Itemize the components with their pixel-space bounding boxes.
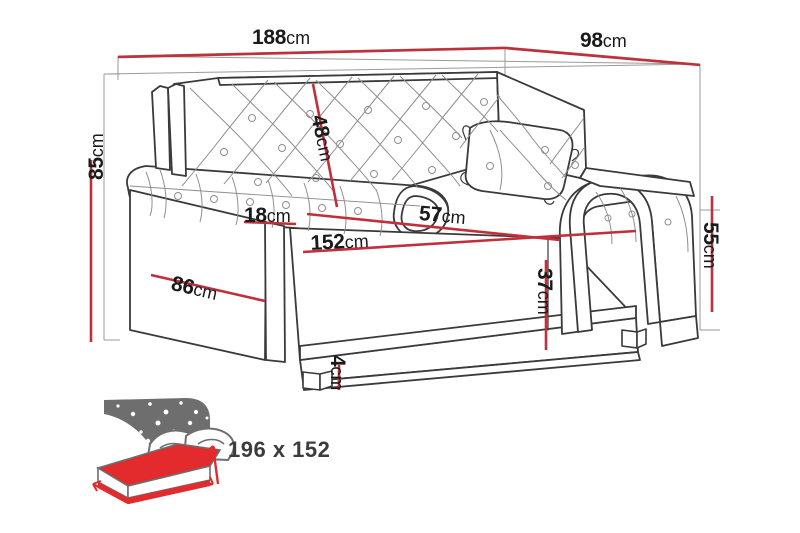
label-leg-height: 4cm bbox=[326, 355, 349, 391]
total-height-value: 85 bbox=[85, 157, 108, 180]
sleeping-area-label: 196 x 152 bbox=[228, 437, 331, 462]
total-depth-value: 98 bbox=[580, 29, 603, 52]
dimline-57 bbox=[306, 212, 561, 242]
tufting-pattern-backrest bbox=[181, 73, 585, 201]
total-width-value: 188 bbox=[252, 26, 287, 49]
seat-depth-value: 57 bbox=[418, 202, 443, 227]
arm-height-value: 55 bbox=[699, 222, 722, 245]
total-depth-unit: cm bbox=[602, 31, 627, 51]
armrest-width-value: 18 bbox=[244, 204, 267, 227]
label-total-width: 188cm bbox=[252, 27, 310, 48]
sofa-outline bbox=[126, 71, 699, 391]
tufting-pattern-left-arm bbox=[129, 169, 421, 237]
backrest-height-unit: cm bbox=[312, 135, 337, 164]
seat-width-unit: cm bbox=[344, 230, 370, 253]
arm-height-unit: cm bbox=[700, 244, 720, 269]
label-total-height: 85cm bbox=[85, 133, 108, 180]
armrest-width-unit: cm bbox=[266, 206, 291, 226]
seat-height-value: 37 bbox=[533, 268, 556, 291]
bed-icon bbox=[92, 398, 235, 505]
dimline-98 bbox=[504, 46, 701, 67]
seat-height-unit: cm bbox=[534, 290, 554, 315]
label-seat-width: 152cm bbox=[309, 230, 370, 255]
throw-pillow bbox=[460, 120, 579, 205]
total-width-unit: cm bbox=[286, 28, 311, 48]
leg-height-unit: cm bbox=[327, 366, 347, 391]
seat-depth-unit: cm bbox=[440, 205, 467, 228]
total-height-unit: cm bbox=[87, 133, 107, 158]
dimline-152 bbox=[302, 229, 637, 254]
seat-width-value: 152 bbox=[309, 230, 346, 255]
dimline-188 bbox=[117, 46, 506, 59]
label-armrest-width: 18cm bbox=[244, 205, 291, 226]
label-seat-depth: 57cm bbox=[418, 202, 467, 228]
label-seat-height: 37cm bbox=[533, 268, 556, 315]
dimension-lines bbox=[89, 46, 714, 390]
dimline-48 bbox=[311, 83, 339, 208]
dimline-86 bbox=[150, 273, 266, 303]
bed-measure-arrows bbox=[92, 445, 220, 505]
label-total-depth: 98cm bbox=[580, 30, 627, 51]
leg-height-value: 4 bbox=[326, 355, 349, 367]
tufting-pattern-right-arm bbox=[595, 187, 689, 253]
sofa-legs bbox=[302, 328, 647, 391]
dimline-18 bbox=[243, 220, 297, 226]
label-arm-height: 55cm bbox=[699, 222, 722, 269]
